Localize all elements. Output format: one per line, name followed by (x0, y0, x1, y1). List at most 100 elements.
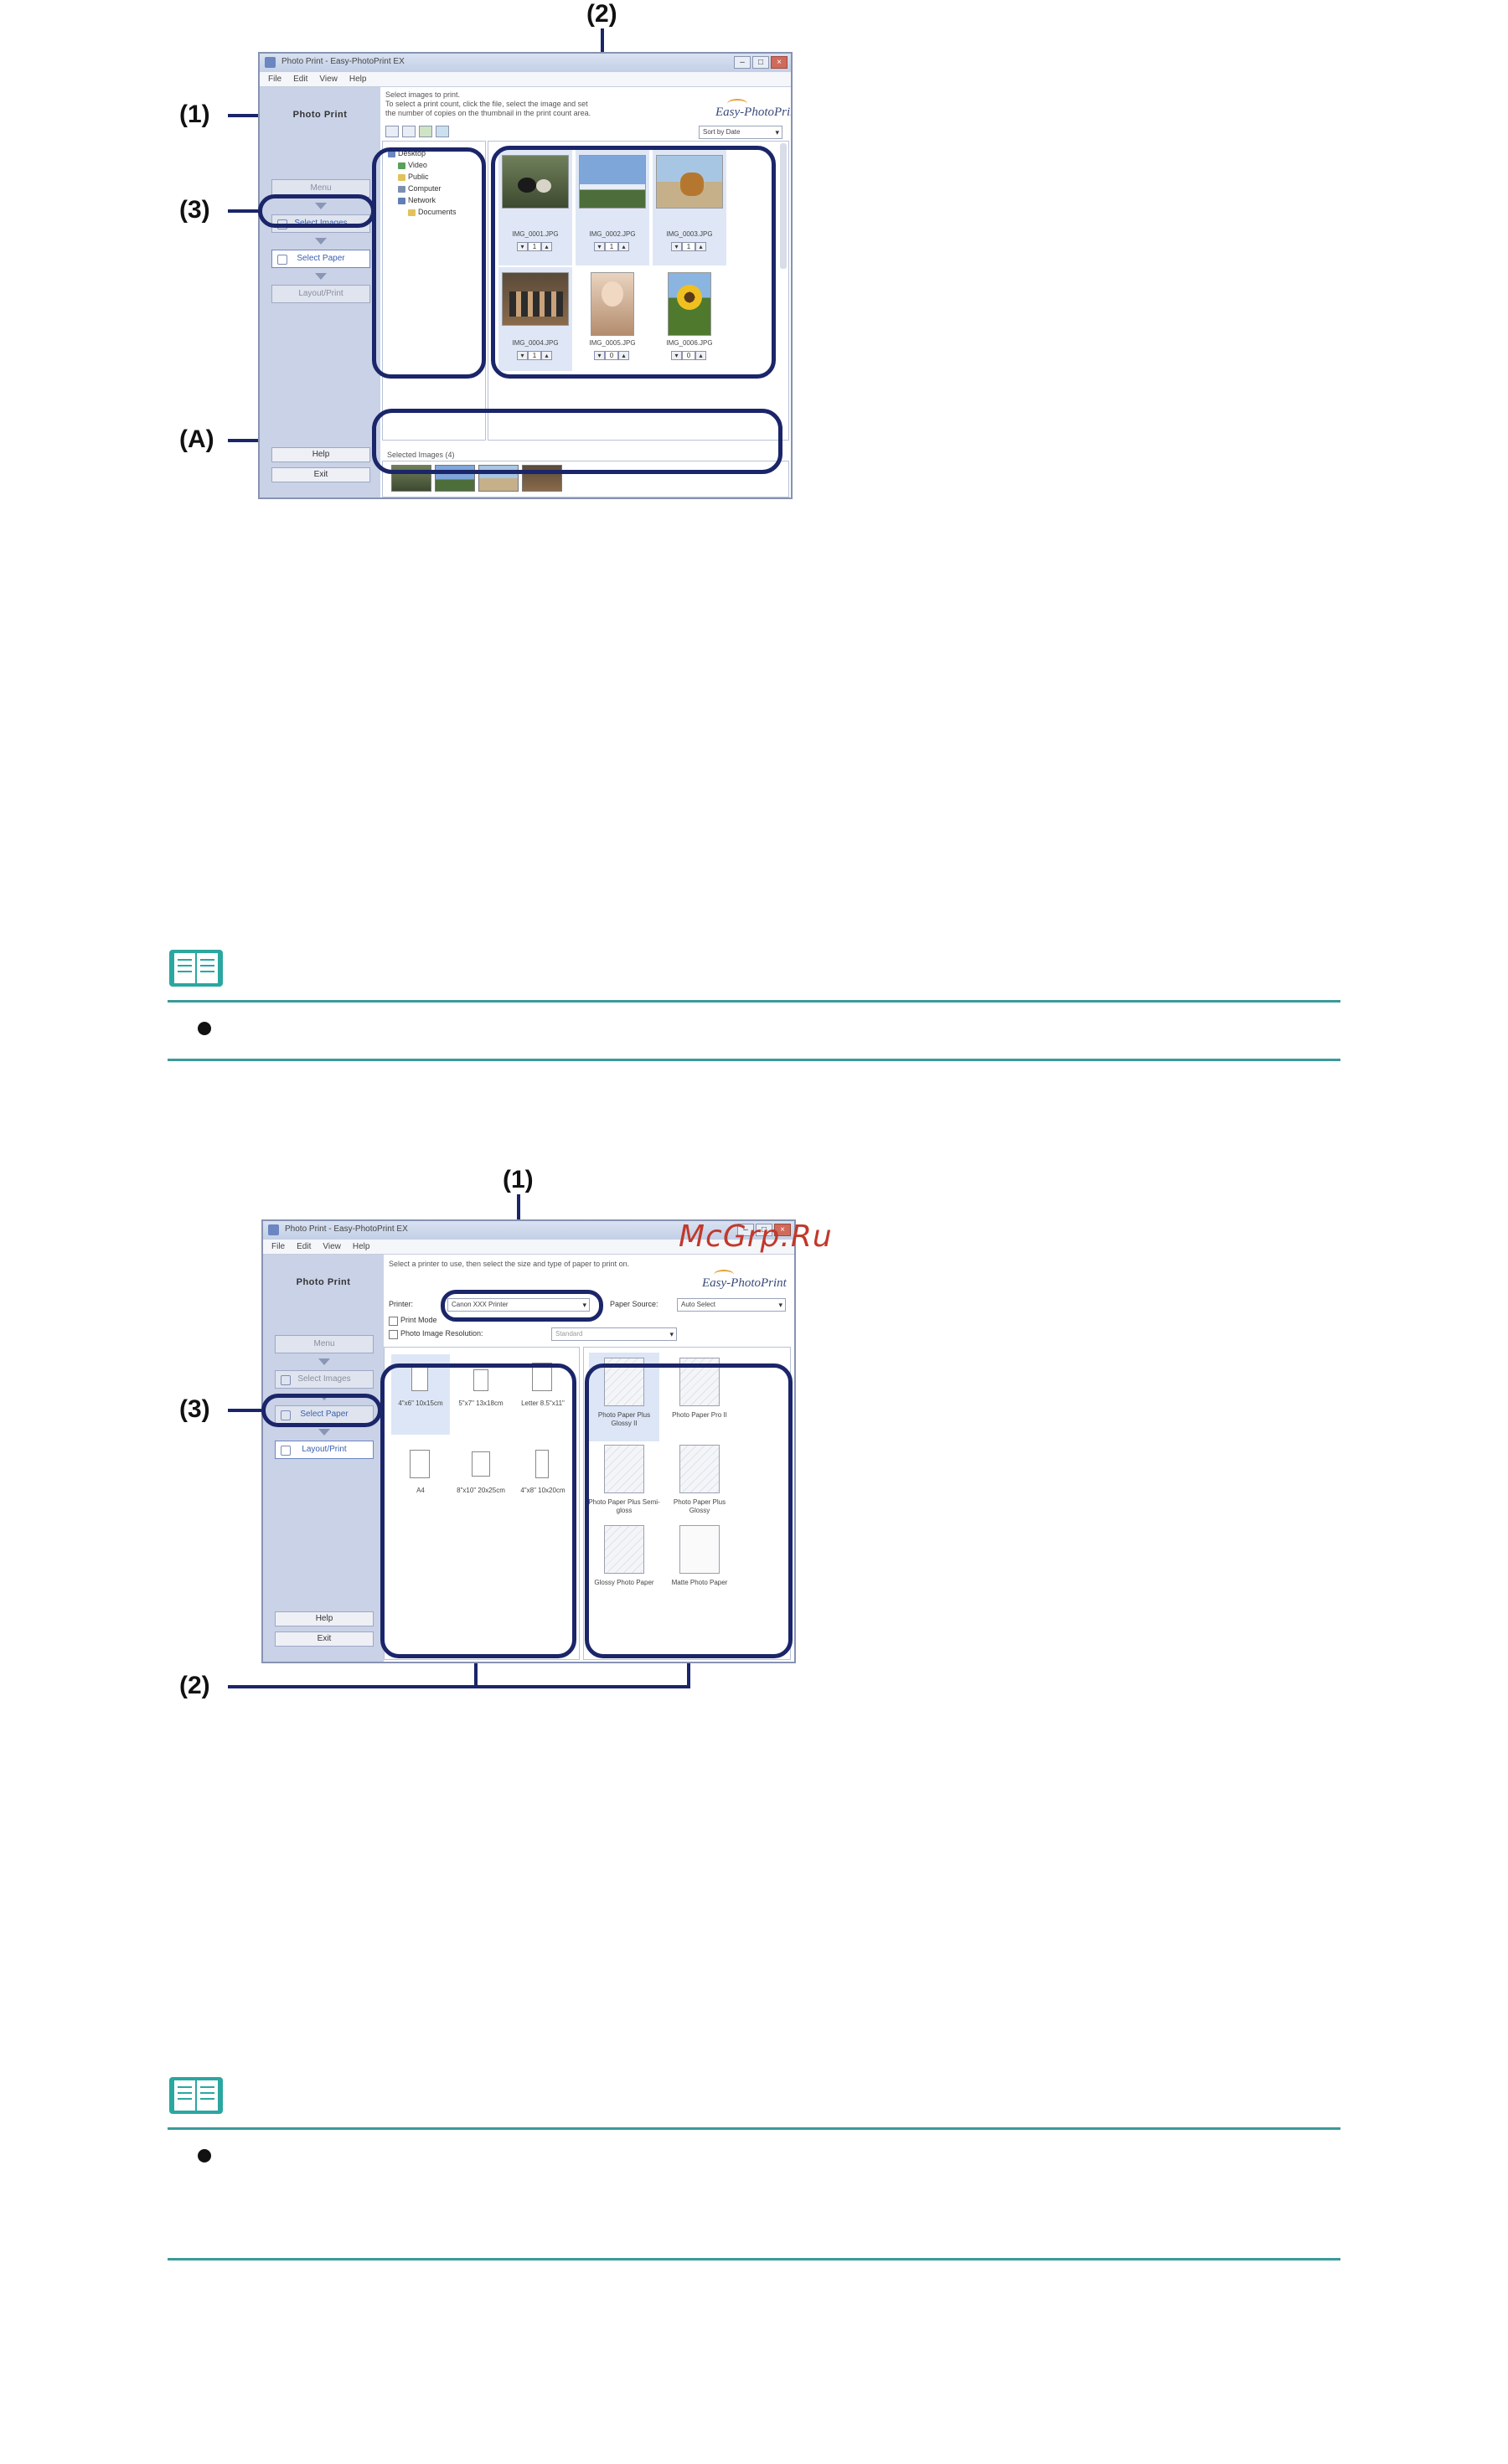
thumbnail-filename: IMG_0005.JPG (589, 339, 636, 347)
increase-icon[interactable]: ▴ (695, 351, 706, 360)
sidebar-title: Photo Print (296, 1277, 351, 1287)
print-count-stepper[interactable]: ▾0▴ (594, 351, 629, 361)
paper-size-icon[interactable] (535, 1450, 549, 1478)
computer-icon (398, 185, 405, 193)
tree-item-video[interactable]: Video (398, 160, 427, 170)
step-menu-button[interactable]: Menu (275, 1335, 374, 1353)
printer-select[interactable]: Canon XXX Printer (447, 1298, 590, 1312)
resolution-select[interactable]: Standard (551, 1327, 677, 1341)
thumbnail-item[interactable]: IMG_0006.JPG ▾0▴ (653, 267, 726, 371)
menu-file[interactable]: File (268, 75, 282, 84)
maximize-icon[interactable]: □ (752, 56, 769, 69)
decrease-icon[interactable]: ▾ (671, 351, 682, 360)
paper-size-icon[interactable] (410, 1450, 430, 1478)
paper-size-icon[interactable] (473, 1369, 488, 1391)
folder-icon[interactable] (436, 126, 449, 137)
selected-thumbnail[interactable] (435, 465, 475, 492)
print-count: 1 (528, 351, 541, 360)
sort-select[interactable]: Sort by Date (699, 126, 782, 139)
print-count-stepper[interactable]: ▾1▴ (594, 242, 629, 252)
help-button[interactable]: Help (275, 1611, 374, 1626)
increase-icon[interactable]: ▴ (618, 242, 629, 251)
thumbnail-item[interactable]: IMG_0001.JPG ▾1▴ (498, 150, 572, 265)
paper-size-label: 4"x8" 10x20cm (520, 1487, 566, 1494)
printer-label: Printer: (389, 1300, 414, 1308)
menu-help[interactable]: Help (352, 1242, 370, 1251)
paper-source-label: Paper Source: (610, 1300, 658, 1308)
thumbnail-item[interactable]: IMG_0005.JPG ▾0▴ (576, 267, 649, 371)
exit-button[interactable]: Exit (271, 467, 370, 482)
tree-item-documents[interactable]: Documents (408, 207, 457, 217)
step-layout-print-button[interactable]: Layout/Print (275, 1441, 374, 1459)
selected-thumbnail[interactable] (522, 465, 562, 492)
step-select-paper-button[interactable]: Select Paper (271, 250, 370, 268)
help-button[interactable]: Help (271, 447, 370, 462)
selected-thumbnail[interactable] (391, 465, 431, 492)
menu-bar: File Edit View Help (263, 1240, 794, 1255)
selected-images-strip (382, 461, 789, 497)
highlight-selected-images (372, 409, 782, 474)
print-count-stepper[interactable]: ▾0▴ (671, 351, 706, 361)
print-count-stepper[interactable]: ▾1▴ (517, 351, 552, 361)
media-type-icon[interactable] (679, 1525, 720, 1574)
thumbnail-item[interactable]: IMG_0003.JPG ▾1▴ (653, 150, 726, 265)
thumbnail-filename: IMG_0006.JPG (666, 339, 713, 347)
refresh-icon[interactable] (419, 126, 432, 137)
menu-view[interactable]: View (323, 1242, 341, 1251)
step-icon (281, 1410, 291, 1420)
menu-edit[interactable]: Edit (297, 1242, 312, 1251)
decrease-icon[interactable]: ▾ (594, 242, 605, 251)
increase-icon[interactable]: ▴ (541, 351, 552, 360)
minimize-icon[interactable]: – (737, 1224, 754, 1236)
highlight-folder-tree (372, 147, 486, 379)
close-icon[interactable]: × (774, 1224, 791, 1236)
step-label: Select Paper (297, 254, 345, 263)
exit-button[interactable]: Exit (275, 1631, 374, 1647)
thumbnail-filename: IMG_0001.JPG (512, 230, 559, 238)
leader-line (228, 209, 261, 213)
increase-icon[interactable]: ▴ (695, 242, 706, 251)
close-icon[interactable]: × (771, 56, 788, 69)
increase-icon[interactable]: ▴ (618, 351, 629, 360)
media-type-label: Photo Paper Plus Glossy (673, 1498, 726, 1514)
minimize-icon[interactable]: – (734, 56, 751, 69)
menu-help[interactable]: Help (349, 75, 367, 84)
callout-1: (1) (503, 1166, 534, 1193)
increase-icon[interactable]: ▴ (541, 242, 552, 251)
leader-line (228, 1685, 690, 1688)
highlight-layout-print (261, 1394, 382, 1427)
menu-edit[interactable]: Edit (293, 75, 308, 84)
decrease-icon[interactable]: ▾ (517, 242, 528, 251)
thumbnail-scrollbar[interactable] (780, 143, 787, 269)
tree-item-public[interactable]: Public (398, 172, 429, 182)
thumbnail-item[interactable]: IMG_0002.JPG ▾1▴ (576, 150, 649, 265)
decrease-icon[interactable]: ▾ (671, 242, 682, 251)
tree-item-computer[interactable]: Computer (398, 183, 442, 193)
menu-view[interactable]: View (319, 75, 338, 84)
paper-size-icon[interactable] (472, 1451, 490, 1477)
media-type-icon[interactable] (604, 1445, 644, 1493)
tree-item-network[interactable]: Network (398, 195, 436, 205)
tree-item-desktop[interactable]: Desktop (388, 148, 426, 158)
print-count: 1 (605, 242, 618, 251)
step-select-images-button[interactable]: Select Images (275, 1370, 374, 1389)
resolution-checkbox[interactable] (389, 1330, 398, 1339)
decrease-icon[interactable]: ▾ (594, 351, 605, 360)
print-mode-checkbox[interactable] (389, 1317, 398, 1326)
instruction-line: Select a printer to use, then select the… (389, 1260, 630, 1268)
media-type-label: Matte Photo Paper (671, 1579, 728, 1586)
paper-source-select[interactable]: Auto Select (677, 1298, 786, 1312)
print-count: 0 (605, 351, 618, 360)
thumbnail-item[interactable]: IMG_0004.JPG ▾1▴ (498, 267, 572, 371)
step-layout-print-button[interactable]: Layout/Print (271, 285, 370, 303)
print-count-stepper[interactable]: ▾1▴ (671, 242, 706, 252)
list-view-icon[interactable] (402, 126, 416, 137)
media-type-icon[interactable] (679, 1445, 720, 1493)
selected-thumbnail[interactable] (478, 465, 519, 492)
thumbnail-view-icon[interactable] (385, 126, 399, 137)
menu-file[interactable]: File (271, 1242, 286, 1251)
maximize-icon[interactable]: □ (756, 1224, 772, 1236)
print-count-stepper[interactable]: ▾1▴ (517, 242, 552, 252)
media-type-icon[interactable] (604, 1525, 644, 1574)
decrease-icon[interactable]: ▾ (517, 351, 528, 360)
